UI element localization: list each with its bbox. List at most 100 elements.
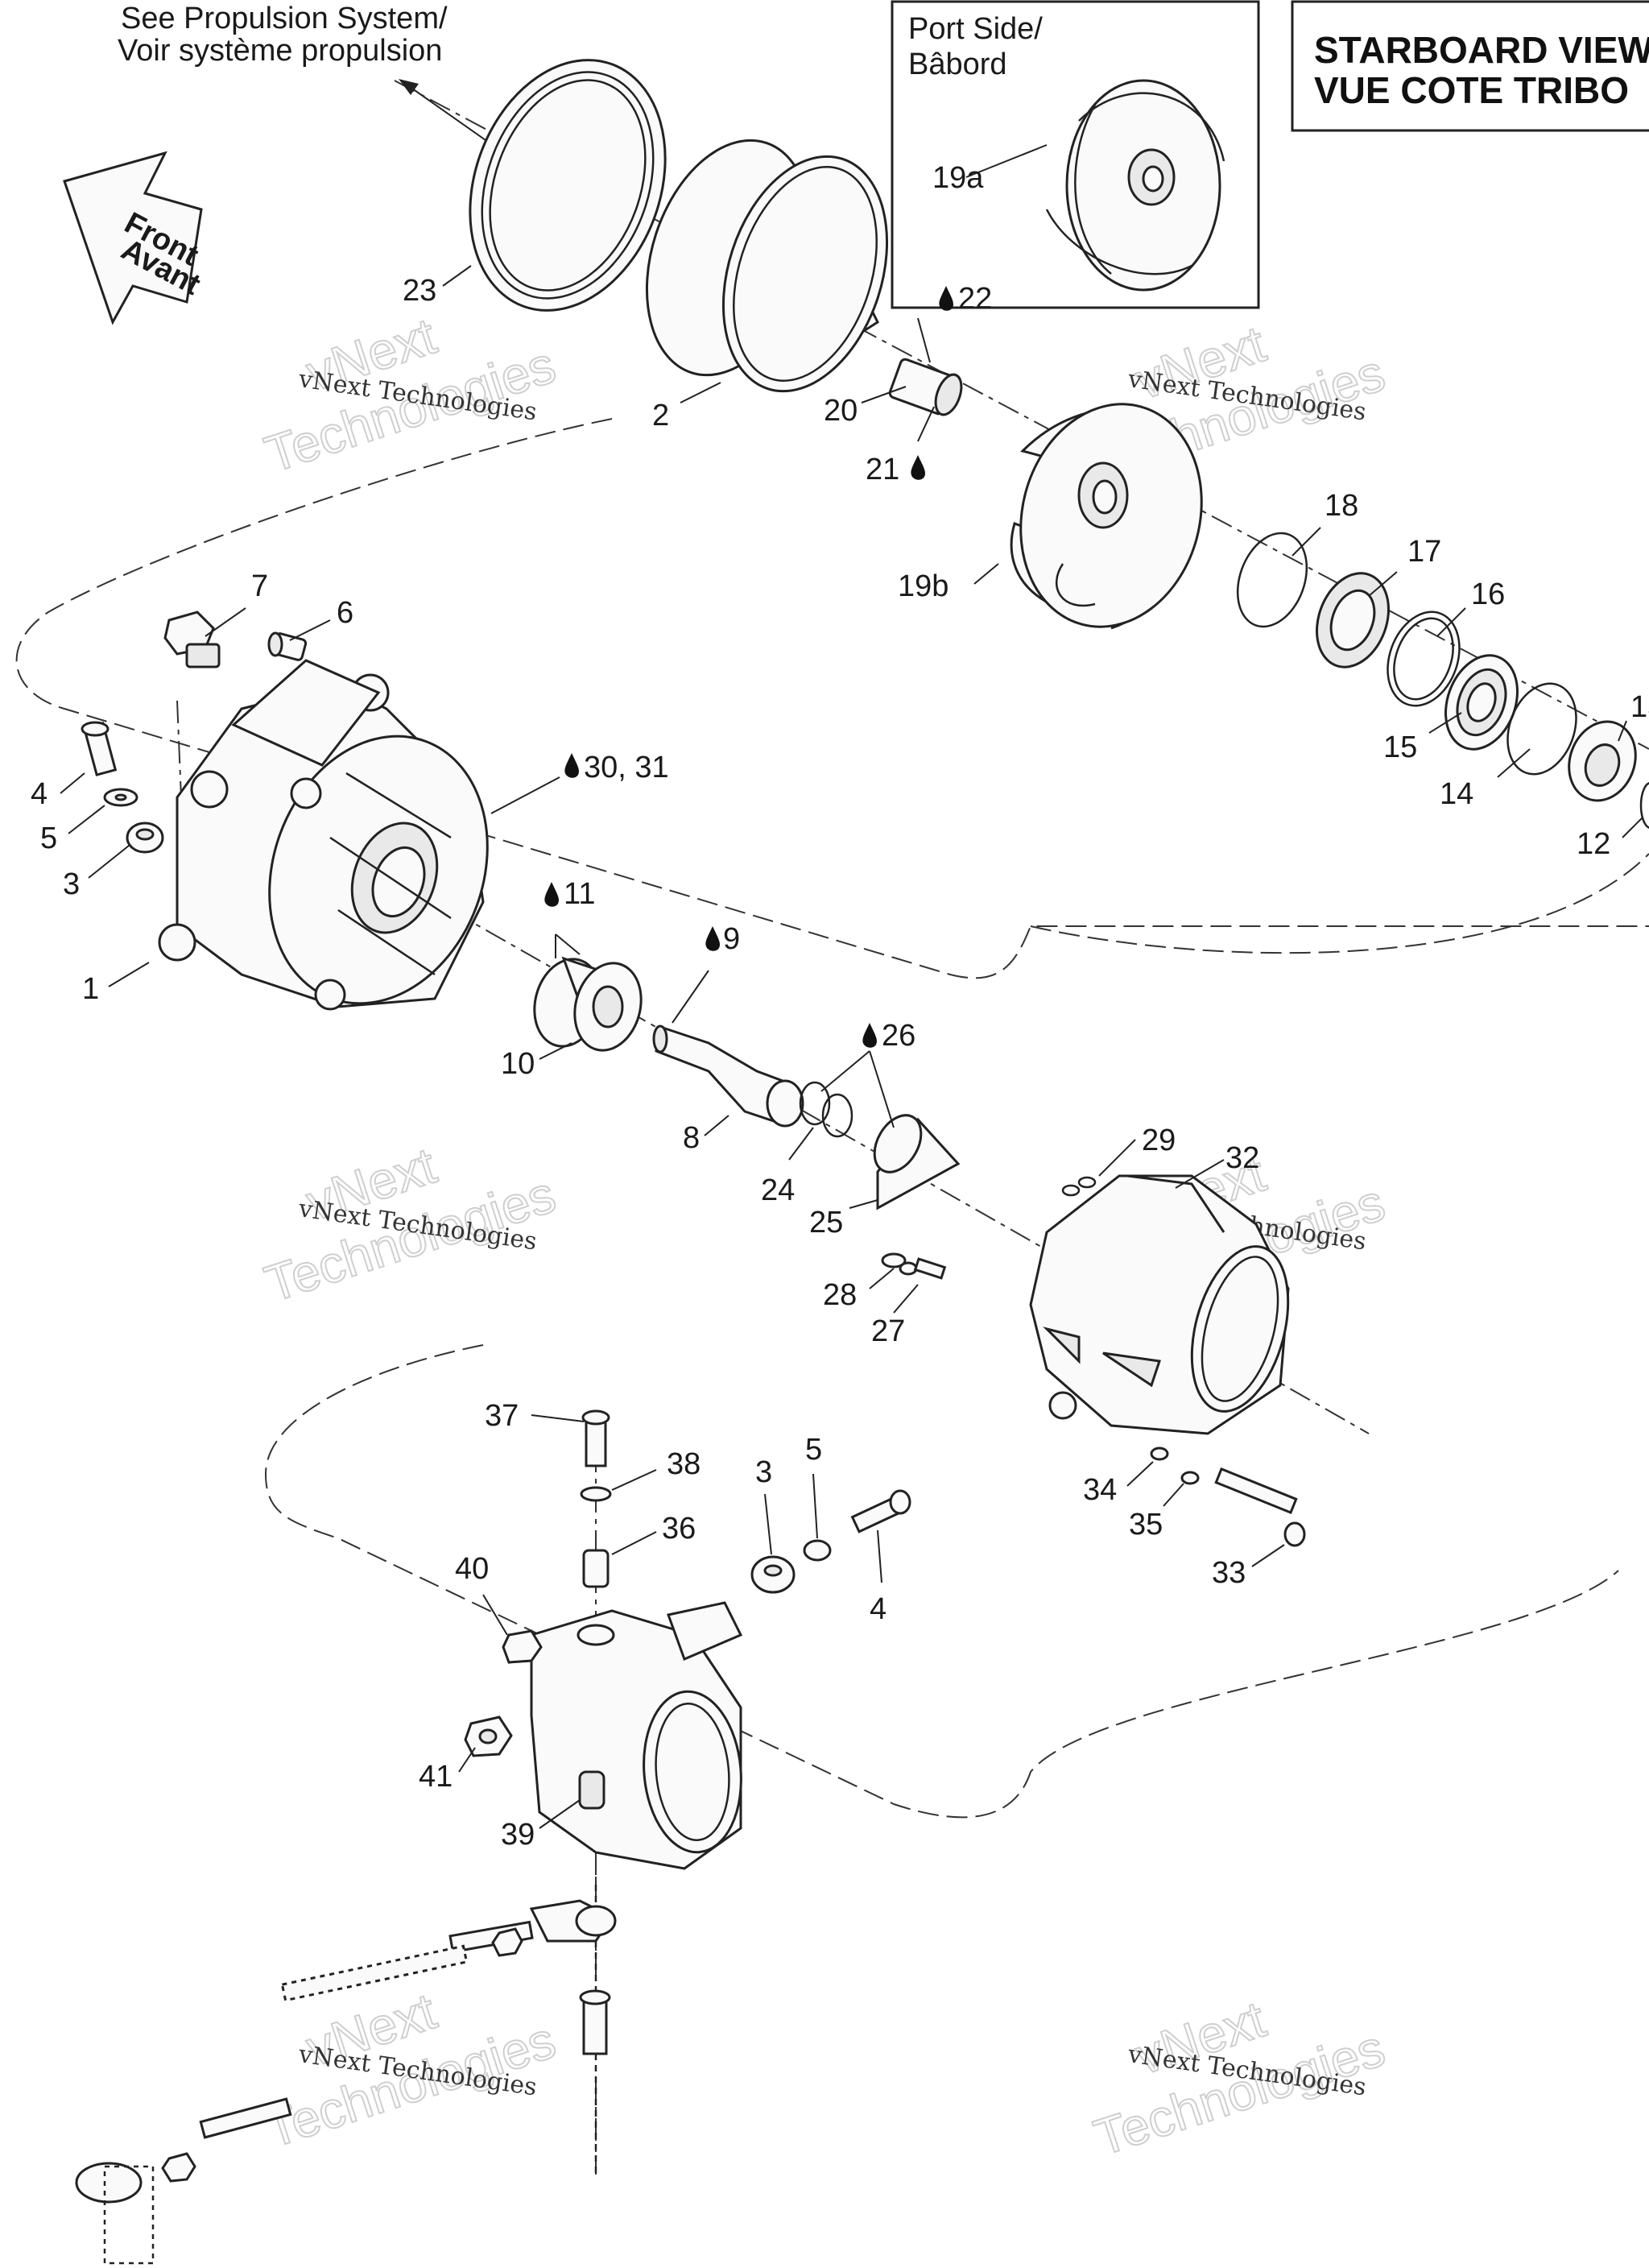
plug-7-icon [163,610,221,668]
callout-14: 14 [1440,777,1473,811]
starboard-view-title: STARBOARD VIEW [1314,29,1649,71]
grommet-3-icon [126,822,164,854]
callout-19b: 19b [898,569,948,603]
impeller-19b-icon [1010,403,1203,630]
bearing-10-icon [533,956,643,1052]
sleeve-20-icon [888,358,963,416]
washer-35-icon [1180,1471,1200,1485]
starboard-view-subtitle: VUE COTE TRIBO [1314,69,1629,111]
oil-drop-icon [564,753,580,778]
callout-9: 9 [723,922,740,956]
callout-41: 41 [419,1760,453,1794]
front-direction-arrow: Front Avant [63,151,206,325]
callout-19a: 19a [932,161,984,195]
sleeve-6-icon [267,631,308,661]
callout-12: 12 [1577,827,1610,861]
nozzle-group-outline [264,1344,1619,1819]
o-ring-12-icon [1639,782,1649,829]
propulsion-arrow-head [399,79,419,95]
callout-27: 27 [871,1314,905,1348]
oil-drop-markers [544,286,954,1048]
callout-26: 26 [882,1019,915,1053]
impeller-shaft-8-icon [652,1024,804,1128]
bolt-4-icon [81,721,118,776]
o-ring-29-icon [1061,1176,1097,1197]
washer-5-nozzle-icon [803,1539,832,1562]
oil-drop-icon [862,1023,878,1048]
callout-30-31: 30, 31 [584,751,669,784]
callout-5: 5 [40,822,57,855]
washer-5-icon [103,788,138,807]
callout-16: 16 [1471,577,1505,611]
circlip-18-icon [1236,532,1308,628]
callout-4-nozzle: 4 [870,1592,886,1626]
grommet-3-nozzle-icon [750,1555,796,1594]
callout-8: 8 [683,1121,700,1155]
oil-drop-icon [544,882,560,907]
callout-21: 21 [866,453,899,486]
callout-7: 7 [251,569,268,603]
callout-15: 15 [1383,730,1417,764]
housing-group-outline-right [1030,853,1649,954]
venturi-32-icon [1029,1174,1290,1435]
pump-housing-1-icon [158,659,489,1011]
washer-38-icon [580,1486,612,1502]
callout-24: 24 [761,1173,795,1207]
cone-25-icon [873,1114,961,1211]
callout-20: 20 [824,394,858,428]
sleeve-13-icon [1568,720,1637,802]
callout-4: 4 [31,777,48,811]
o-ring-24-icon [799,1081,853,1138]
o-ring-14-icon [1506,682,1577,776]
callout-32: 32 [1225,1141,1259,1175]
oil-drop-icon [911,455,926,480]
callout-1: 1 [82,972,99,1006]
callout-28: 28 [823,1278,857,1312]
washer-34-icon [1150,1446,1169,1461]
callout-36: 36 [662,1512,696,1546]
callout-13: 13 [1630,690,1649,724]
callout-23: 23 [403,274,436,308]
callout-25: 25 [809,1206,843,1240]
callout-34: 34 [1083,1473,1117,1507]
nut-41-icon [464,1715,513,1757]
sleeve-36-icon [582,1549,610,1588]
bearing-15-icon [1444,654,1519,751]
callout-33: 33 [1212,1556,1246,1590]
callout-3: 3 [63,867,80,901]
nut-40-icon [502,1629,543,1664]
callout-39: 39 [501,1818,535,1852]
callout-2: 2 [652,399,669,432]
wear-ring-seal-23-icon [469,59,667,312]
callout-labels: 23 2 20 22 21 19b 19a 18 17 16 15 14 13 … [31,161,1649,1852]
steering-nozzle-39-icon [530,1601,743,1870]
callout-18: 18 [1325,489,1358,523]
impeller-19a-icon [1045,79,1225,292]
callout-17: 17 [1407,535,1441,569]
propulsion-note-line1: See Propulsion System/ [121,2,448,35]
callout-10: 10 [501,1047,535,1081]
callout-11: 11 [564,877,595,911]
assembly-axis-upper [394,80,1649,750]
bolt-37-icon [581,1409,610,1467]
leader-lines [60,144,1643,1829]
bolt-4-nozzle-icon [850,1489,911,1533]
oil-drop-icon [939,286,954,311]
callout-5-nozzle: 5 [805,1433,822,1467]
o-ring-16-icon [1387,610,1461,707]
starboard-view-box [1291,0,1649,132]
callout-38: 38 [667,1447,701,1481]
steering-linkage-icon [75,1885,617,2265]
bolt-33-icon [1214,1467,1306,1547]
port-side-label: Port Side/ [908,12,1043,46]
callout-22: 22 [958,282,992,316]
callout-37: 37 [485,1399,519,1433]
oil-drop-icon [705,926,721,951]
wear-ring-2-icon [645,139,889,393]
callout-29: 29 [1142,1124,1176,1157]
screw-27-icon [881,1252,947,1280]
propulsion-note-line2: Voir système propulsion [118,34,442,68]
housing-group-outline [15,418,1649,979]
callout-40: 40 [455,1552,489,1586]
